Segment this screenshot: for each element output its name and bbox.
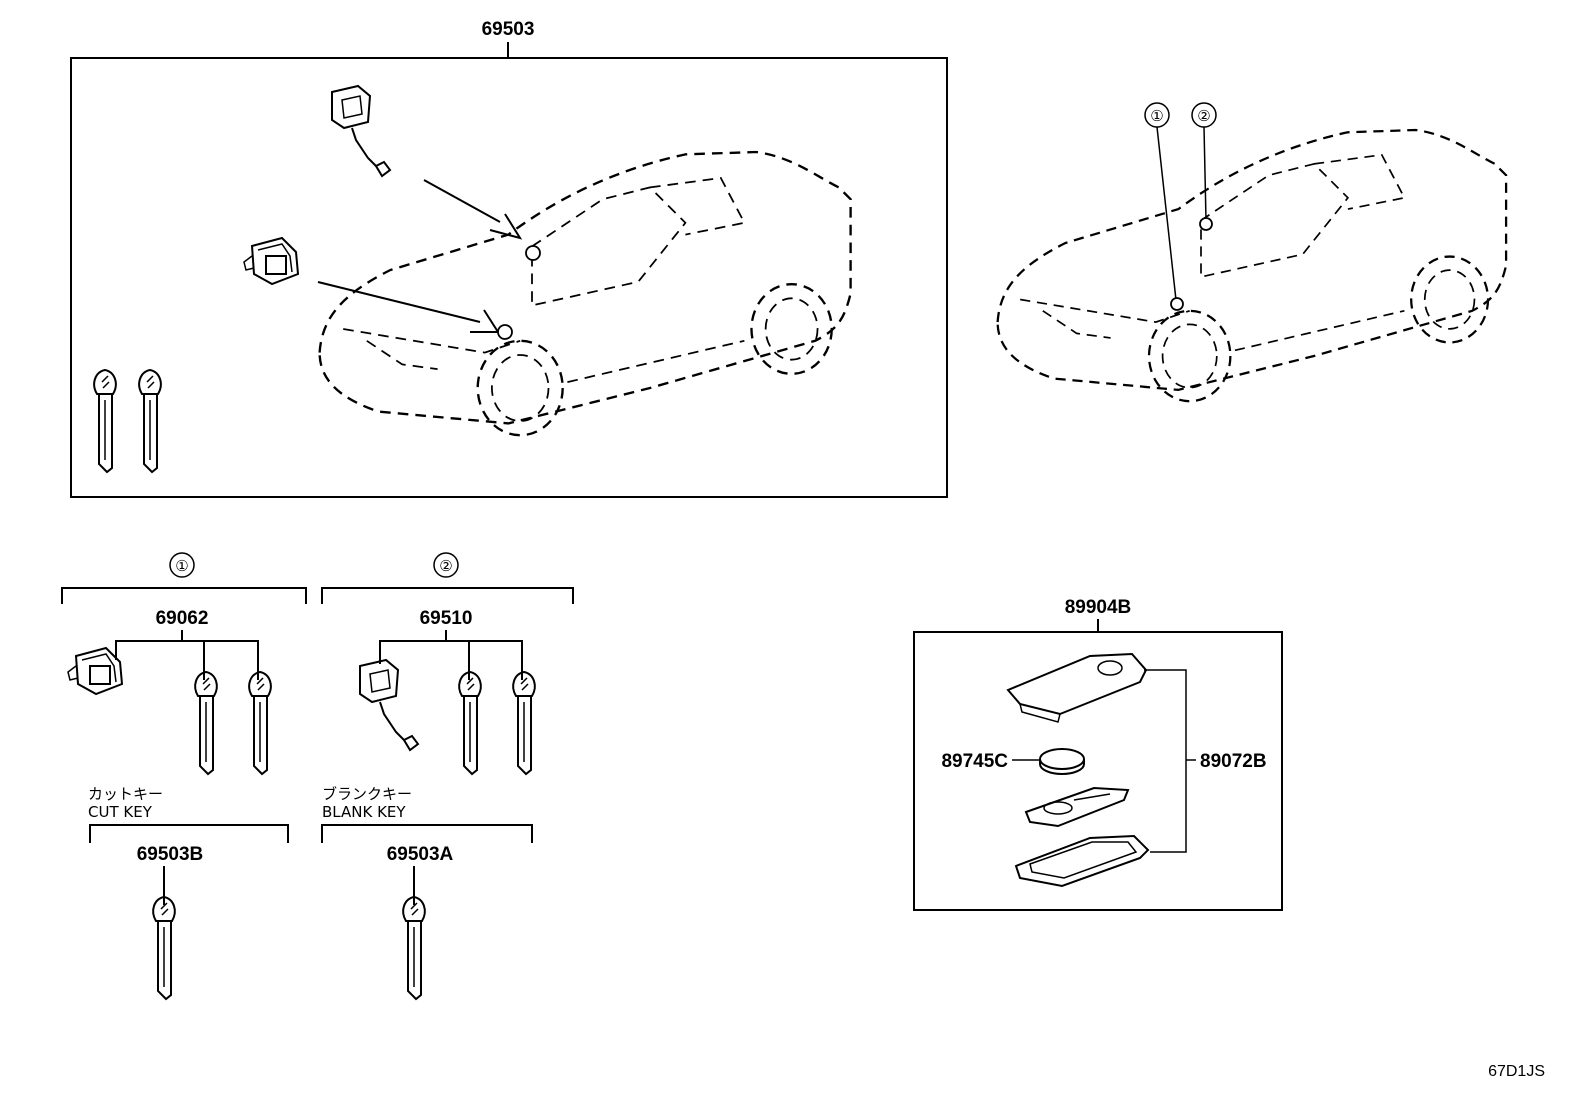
key-part-number: 69503B [137,844,204,865]
fob-frame [913,631,1283,911]
key-part-number: 69503A [387,844,454,865]
battery-drawing [1039,748,1085,775]
case-part-number: 89072B [1200,751,1267,772]
key-icon [93,369,117,473]
group-blank-key: ② 69510 ブランクキー BLANK KEY 69503A [321,552,574,1000]
group-bracket [321,587,574,604]
key-type-en: BLANK KEY [322,803,406,821]
group-bracket [61,587,307,604]
lock-cylinder-drawing [67,647,123,695]
vehicle-drawing-left [318,150,852,437]
key-type-jp: ブランクキー [322,785,412,803]
key-icon [194,671,218,775]
assembly-part-number: 69503 [482,19,535,40]
key-type-en: CUT KEY [88,803,153,821]
key-icon [512,671,536,775]
group-marker-1: ① [175,557,188,575]
fob-base-drawing [1014,834,1150,888]
arrow-to-glovebox [423,179,523,240]
circuit-board-drawing [1024,786,1130,828]
key-icon [248,671,272,775]
fob-cover-drawing [1006,652,1148,723]
key-icon [152,896,176,1000]
callout-2: ② [1197,107,1210,125]
group-cut-key: ① 69062 カットキー CUT KEY 69503B [61,552,307,1000]
ignition-switch-drawing [359,659,419,751]
assembly-frame [70,57,948,498]
vehicle-drawing-right: ① ② [996,102,1508,403]
figure-code: 67D1JS [1488,1063,1545,1080]
key-type-jp: カットキー [88,785,163,803]
lock-cylinder-drawing [243,237,299,285]
group-marker-2: ② [439,557,452,575]
group-part-number: 69510 [420,608,473,629]
fob-part-number: 89904B [1065,597,1132,618]
key-icon [138,369,162,473]
arrow-to-door [317,281,500,333]
key-fob-assembly: 89904B 89072B 89745C [913,597,1283,911]
key-icon [458,671,482,775]
key-icon [402,896,426,1000]
assembly-69503: 69503 [70,19,948,498]
callout-1: ① [1150,107,1163,125]
ignition-switch-drawing [331,85,391,177]
battery-part-number: 89745C [941,751,1008,772]
group-part-number: 69062 [156,608,209,629]
